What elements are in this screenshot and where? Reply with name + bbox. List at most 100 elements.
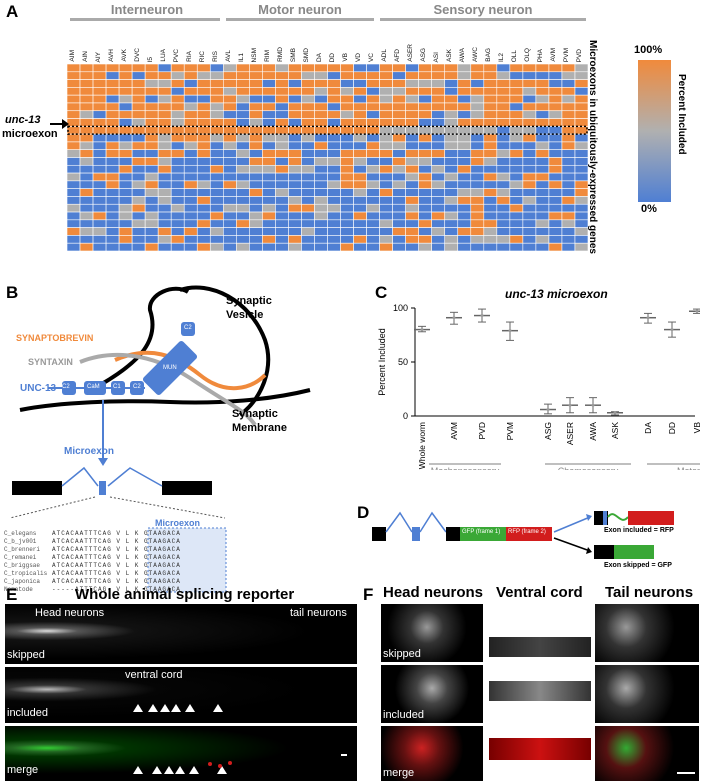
heatmap-cell — [366, 211, 380, 221]
heatmap-cell — [522, 79, 537, 88]
right-axis-title: Microexons in ubiquitously-expressed gen… — [587, 40, 598, 254]
heatmap-col-label: AIM — [68, 50, 76, 62]
heatmap-cell — [457, 126, 472, 135]
heatmap-cell — [183, 79, 198, 88]
heatmap-cell — [275, 64, 289, 73]
heatmap-cell — [509, 110, 524, 119]
heatmap-cell — [223, 172, 237, 182]
heatmap-cell — [431, 164, 446, 174]
heatmap-cell — [183, 203, 198, 213]
heatmap-cell — [157, 126, 172, 135]
heatmap-cell — [262, 64, 276, 73]
heatmap-cell — [262, 157, 276, 166]
heatmap-cell — [157, 211, 172, 221]
heatmap-cell — [262, 180, 276, 189]
heatmap-cell — [509, 126, 524, 135]
heatmap-cell — [301, 219, 315, 228]
heatmap-cell — [327, 227, 341, 236]
heatmap-cell — [483, 242, 498, 251]
species-name: C_briggsae — [4, 562, 41, 569]
row-arrow-icon — [50, 119, 69, 129]
heatmap-cell — [314, 149, 328, 158]
heatmap-cell — [431, 227, 446, 236]
heatmap-cell — [496, 172, 511, 182]
heatmap-cell — [262, 102, 276, 112]
heatmap-cell — [196, 211, 211, 221]
heatmap-cell — [183, 242, 198, 251]
heatmap-cell — [405, 157, 419, 166]
heatmap-cell — [236, 227, 250, 236]
heatmap-cell — [196, 79, 211, 88]
heatmap-cell — [170, 157, 185, 166]
heatmap-cell — [275, 79, 289, 88]
image-e-skipped: Head neurons tail neurons skipped — [5, 604, 357, 664]
chart-title: unc-13 microexon — [505, 287, 608, 301]
heatmap-cell — [209, 180, 224, 189]
heatmap-cell — [535, 133, 550, 143]
heatmap-cell — [301, 235, 315, 244]
heatmap-cell — [457, 211, 472, 221]
heatmap-cell — [509, 235, 524, 244]
heatmap-cell — [379, 94, 393, 104]
heatmap-cell — [431, 242, 446, 251]
heatmap-cell — [67, 188, 81, 197]
heatmap-cell — [366, 164, 380, 174]
heatmap-cell — [535, 64, 550, 73]
heatmap-cell — [379, 71, 393, 80]
heatmap-cell — [353, 164, 367, 174]
heatmap-cell — [262, 79, 276, 88]
heatmap-cell — [483, 149, 498, 158]
heatmap-cell — [509, 188, 524, 197]
heatmap-cell — [196, 180, 211, 189]
image-f-ventral-skipped — [489, 637, 591, 657]
heatmap-cell — [535, 110, 550, 119]
heatmap-cell — [236, 149, 250, 158]
heatmap-cell — [314, 219, 328, 228]
heatmap-cell — [275, 149, 289, 158]
heatmap-cell — [288, 188, 302, 197]
heatmap-cell — [67, 219, 81, 228]
heatmap-cell — [535, 219, 550, 228]
heatmap-cell — [236, 242, 250, 251]
heatmap-cell — [483, 94, 498, 104]
heatmap-cell — [340, 164, 354, 174]
heatmap-cell — [353, 133, 367, 143]
heatmap-cell — [196, 219, 211, 228]
heatmap-cell — [548, 219, 563, 228]
heatmap-cell — [405, 188, 419, 197]
heatmap-col-label: RIC — [198, 50, 206, 62]
heatmap-cell — [457, 94, 472, 104]
heatmap-cell — [418, 87, 432, 96]
microexon-row-label: microexon — [2, 128, 58, 140]
heatmap-cell — [170, 219, 185, 228]
heatmap-cell — [79, 94, 94, 104]
heatmap-cell — [105, 149, 120, 158]
heatmap-col-label: SMD — [302, 47, 310, 62]
heatmap-cell — [457, 172, 472, 182]
image-f-tail-included — [595, 665, 699, 723]
heatmap-cell — [353, 235, 367, 244]
heatmap-cell — [314, 141, 328, 151]
heatmap-cell — [535, 126, 550, 135]
heatmap-cell — [288, 118, 302, 127]
heatmap-cell — [301, 87, 315, 96]
heatmap-col-label: VD — [355, 52, 363, 62]
heatmap-cell — [236, 118, 250, 127]
heatmap-cell — [535, 164, 550, 174]
heatmap-cell — [236, 79, 250, 88]
heatmap-cell — [431, 141, 446, 151]
heatmap-cell — [170, 133, 185, 143]
heatmap-cell — [196, 149, 211, 158]
heatmap-cell — [483, 87, 498, 96]
heatmap-col-label: DA — [315, 52, 323, 62]
heatmap-cell — [67, 157, 81, 166]
heatmap-cell — [183, 94, 198, 104]
heatmap-cell — [535, 87, 550, 96]
heatmap-cell — [79, 180, 94, 189]
heatmap-cell — [366, 102, 380, 112]
heatmap-cell — [314, 196, 328, 205]
heatmap-cell — [444, 219, 459, 228]
heatmap-cell — [223, 157, 237, 166]
species-name: C_japonica — [4, 578, 41, 585]
